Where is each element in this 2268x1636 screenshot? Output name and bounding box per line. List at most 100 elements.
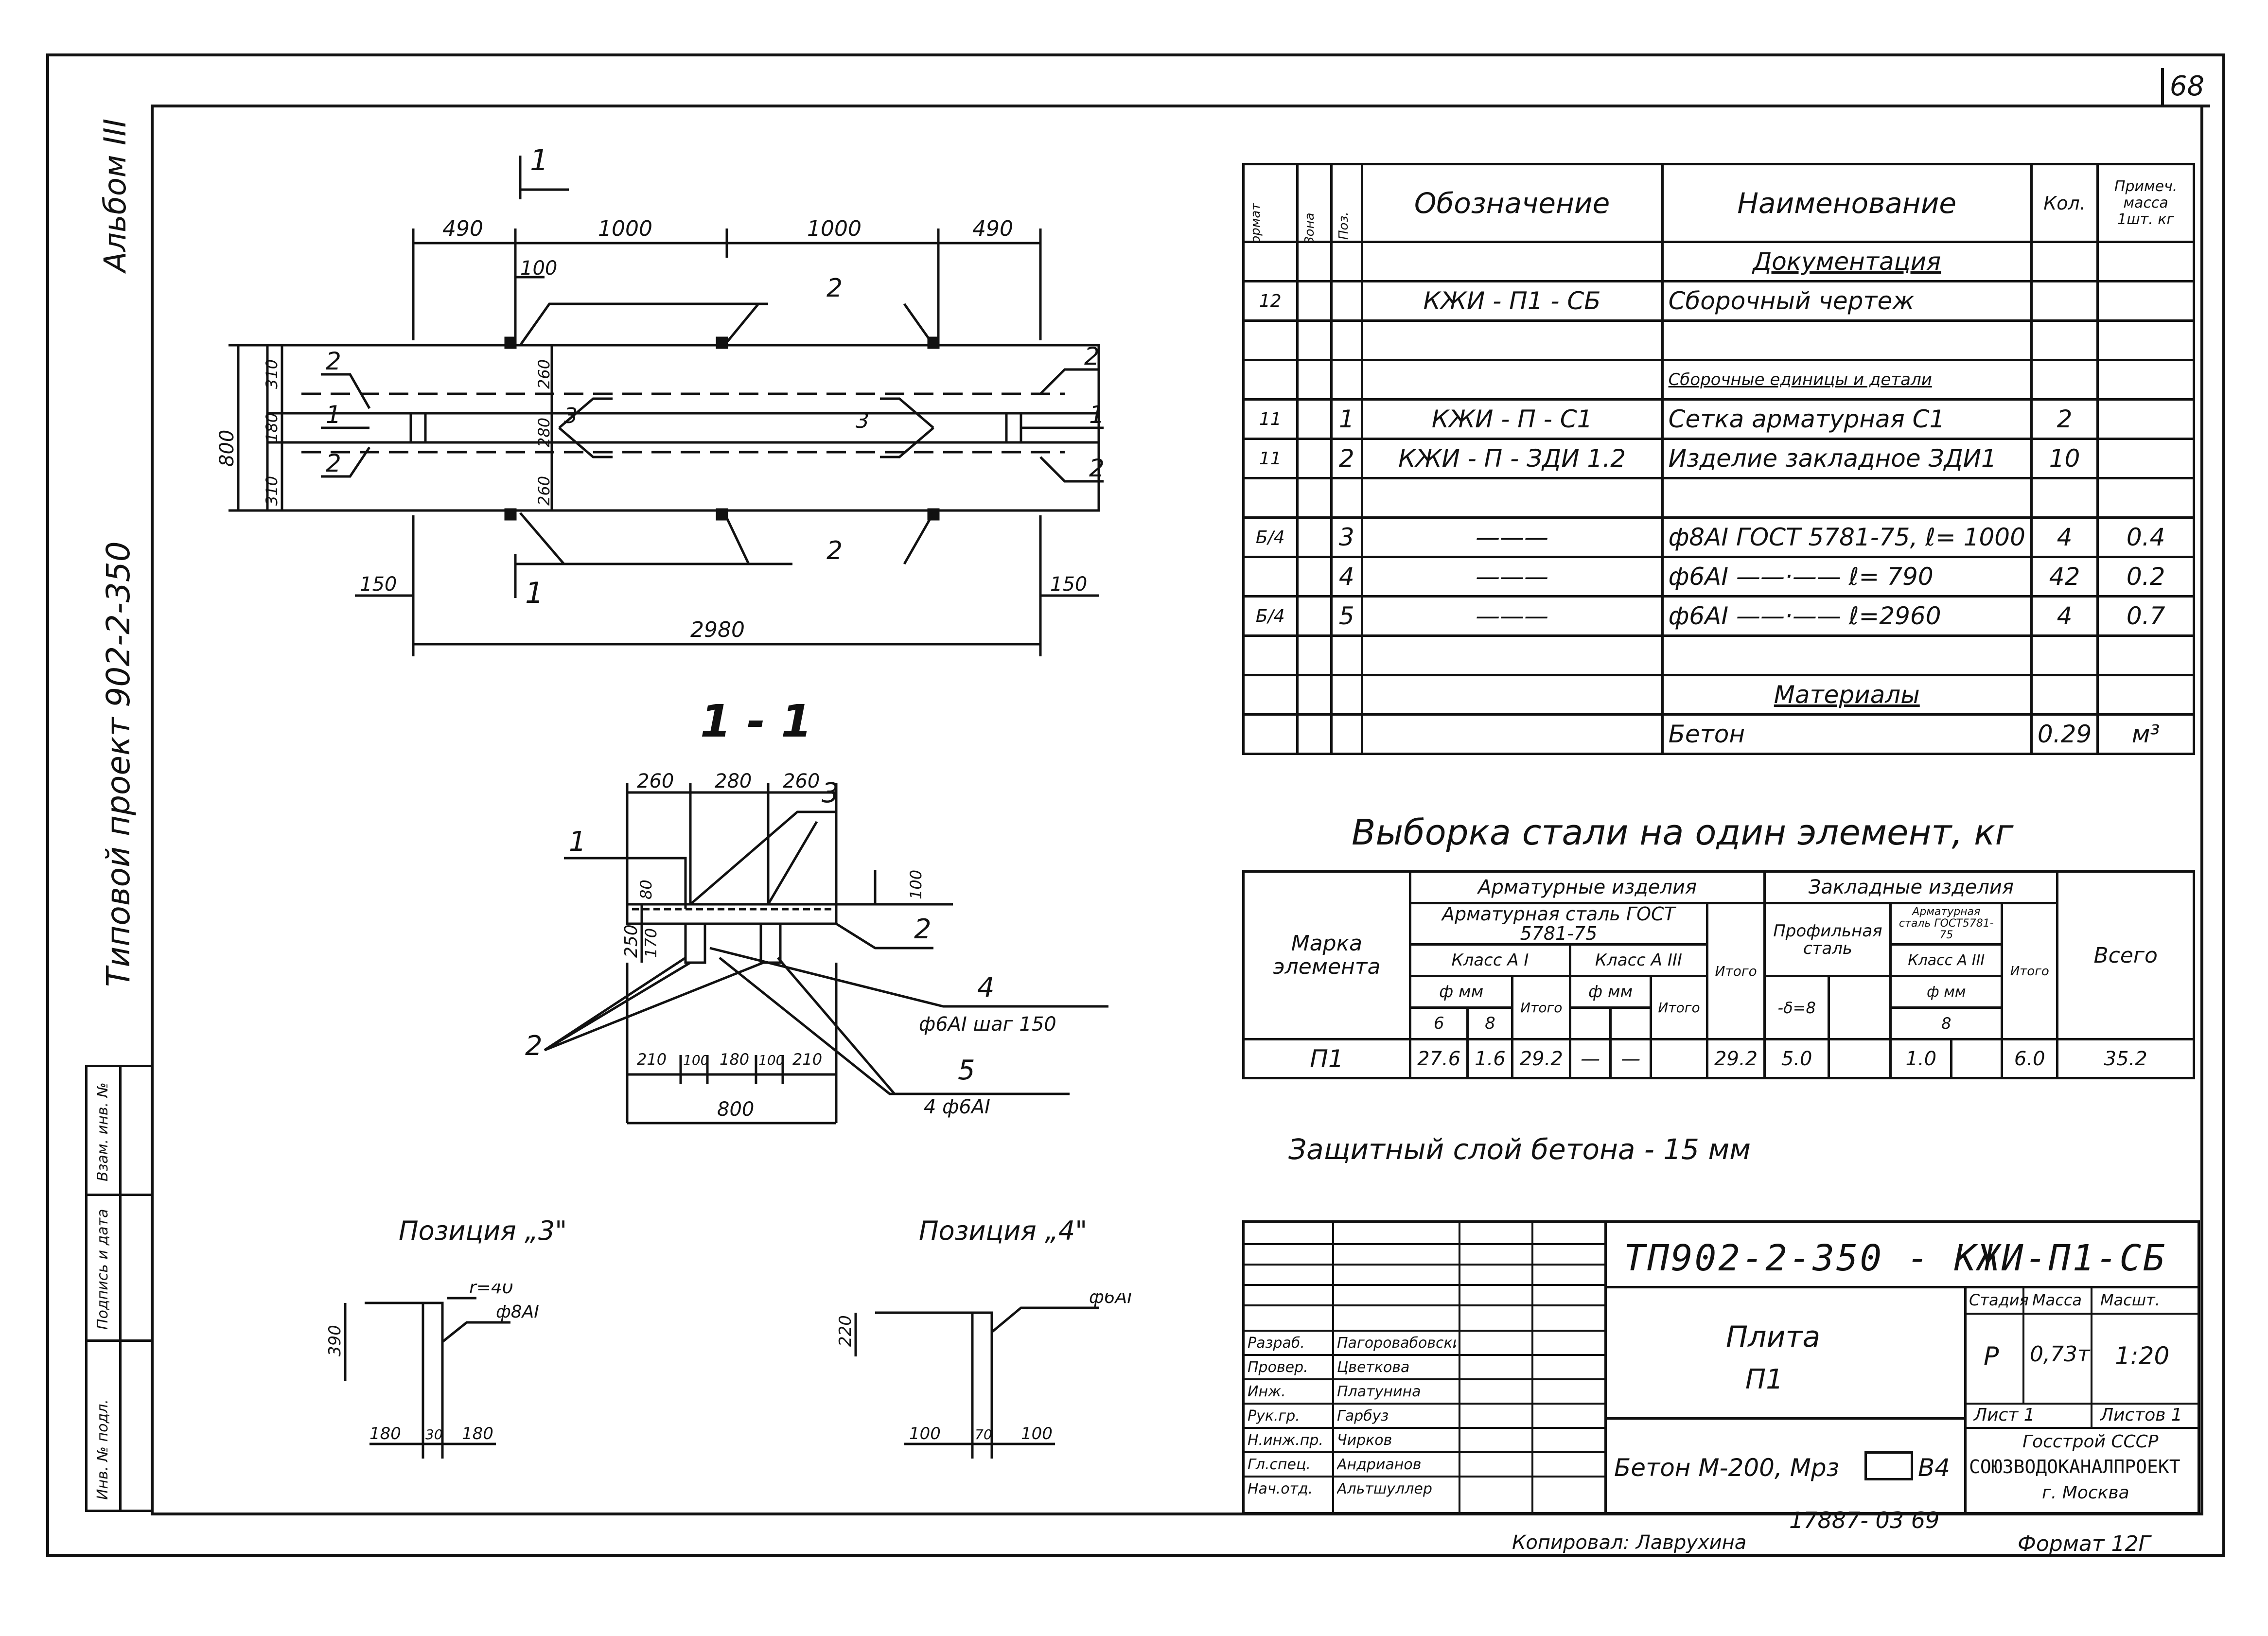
- spec-cell-name: Изделие закладное ЗДИ1: [1661, 438, 2033, 479]
- section-dim-280: 280: [715, 770, 752, 792]
- sel-arm2: 1.0: [1889, 1038, 1953, 1079]
- spec-cell-designation: ———: [1360, 556, 1664, 598]
- sel-h-class-a3: Класс А III: [1569, 943, 1708, 977]
- spec-h-designation: Обозначение: [1360, 163, 1664, 243]
- spec-cell-zone: [1296, 319, 1333, 361]
- spec-cell-name: Материалы: [1661, 674, 2033, 716]
- sel-h-a3-1: [1568, 1006, 1612, 1040]
- plan-pos-2-right-top: 2: [1084, 342, 1100, 370]
- detail4-bar: ф6АI: [1089, 1293, 1132, 1307]
- people-row: Провер.Цветкова: [1245, 1354, 1604, 1380]
- spec-cell-designation: [1360, 319, 1664, 361]
- spec-table: Формат Зона Поз. Обозначение Наименовани…: [1242, 163, 2195, 755]
- plan-dim-100: 100: [520, 257, 557, 280]
- sel-h-class-a1: Класс А I: [1408, 943, 1572, 977]
- spec-cell-pos: [1330, 319, 1363, 361]
- section-dim-170: 170: [642, 928, 660, 958]
- sel-h-total-arm: Итого: [1705, 902, 1766, 1040]
- footer-copied: Копировал: Лаврухина: [1512, 1531, 1747, 1554]
- plan-dim-180: 180: [263, 413, 281, 442]
- plan-inner-280: 280: [535, 418, 553, 447]
- sel-empty4: [1950, 1038, 2004, 1079]
- stamp-scale-h: Масшт.: [2100, 1291, 2160, 1309]
- spec-cell-designation: ———: [1360, 516, 1664, 558]
- spec-row: Сборочные единицы и детали: [1242, 359, 2195, 401]
- spec-cell-note: [2096, 438, 2195, 479]
- spec-cell-pos: 4: [1330, 556, 1363, 598]
- stamp-org1: Госстрой СССР: [2022, 1432, 2159, 1452]
- spec-cell-zone: [1296, 713, 1333, 755]
- spec-cell-name: Сетка арматурная С1: [1661, 398, 2033, 440]
- detail3-dim-right: 180: [462, 1424, 493, 1443]
- spec-row: [1242, 319, 2195, 361]
- stamp-mass-h: Масса: [2032, 1291, 2082, 1309]
- section-pos-5: 5: [958, 1055, 975, 1086]
- inner-frame: [151, 105, 2203, 1515]
- footer-format: Формат 12Г: [2018, 1531, 2151, 1556]
- spec-cell-name: ф6АI ——·—— ℓ=2960: [1661, 595, 2033, 637]
- sel-h-arm-steel: Арматурная сталь ГОСТ 5781-75: [1408, 902, 1708, 946]
- spec-cell-format: [1242, 713, 1299, 755]
- spec-cell-qty: 2: [2030, 398, 2099, 440]
- stamp-material: Бетон М-200, Мрз: [1614, 1454, 1840, 1482]
- spec-cell-qty: 4: [2030, 595, 2099, 637]
- spec-cell-note: [2096, 674, 2195, 716]
- people-name: Гарбуз: [1337, 1407, 1389, 1425]
- spec-cell-format: [1242, 477, 1299, 519]
- sel-h-a3-2: [1609, 1006, 1653, 1040]
- sel-row-p1: П1 27.6 1.6 29.2 — — 29.2 5.0 1.0 6.0 35…: [1242, 1038, 2195, 1079]
- people-role: Нач.отд.: [1248, 1480, 1313, 1497]
- section-pos-4-text: ф6АI шаг 150: [919, 1013, 1056, 1036]
- plan-pos-1-right: 1: [1089, 401, 1105, 429]
- plan-section-mark-top: 1: [530, 143, 548, 177]
- section-bottom-100-right: 100: [758, 1052, 784, 1068]
- spec-cell-format: [1242, 319, 1299, 361]
- sel-h-phi1: ф мм: [1408, 975, 1514, 1009]
- spec-cell-name: Сборочный чертеж: [1661, 280, 2033, 322]
- spec-cell-zone: [1296, 359, 1333, 401]
- spec-cell-qty: 4: [2030, 516, 2099, 558]
- spec-cell-zone: [1296, 674, 1333, 716]
- stamp-name2: П1: [1745, 1364, 1783, 1395]
- sel-empty3: [1828, 1038, 1892, 1079]
- spec-row: [1242, 634, 2195, 676]
- spec-cell-designation: КЖИ - П - ЗДИ 1.2: [1360, 438, 1664, 479]
- people-role: Гл.спец.: [1248, 1456, 1311, 1473]
- plan-pos-3-left: 3: [564, 404, 578, 428]
- plan-pos-3-right: 3: [856, 408, 869, 433]
- project-label: Типовой проект 902-2-350: [100, 541, 137, 987]
- spec-cell-pos: 3: [1330, 516, 1363, 558]
- spec-row: Материалы: [1242, 674, 2195, 716]
- spec-cell-designation: ———: [1360, 595, 1664, 637]
- section-pos-2-right: 2: [914, 914, 932, 945]
- sel-h-6: 6: [1408, 1006, 1469, 1040]
- spec-cell-zone: [1296, 595, 1333, 637]
- selection-table: Марка элемента Арматурные изделия Заклад…: [1242, 870, 2195, 1079]
- sel-a3b: —: [1609, 1038, 1653, 1079]
- sel-h-arm: Арматурные изделия: [1408, 870, 1766, 904]
- section-pos-2-left: 2: [525, 1030, 543, 1062]
- people-role: Рук.гр.: [1248, 1407, 1300, 1425]
- people-name: Андрианов: [1337, 1456, 1422, 1473]
- stamp-stage-h: Стадия: [1969, 1291, 2029, 1309]
- stamp-org3: г. Москва: [2042, 1483, 2129, 1503]
- spec-cell-pos: 5: [1330, 595, 1363, 637]
- spec-cell-pos: 1: [1330, 398, 1363, 440]
- spec-cell-format: [1242, 241, 1299, 282]
- detail4-drawing: 220 ф6АI 100 70 100: [836, 1293, 1132, 1459]
- sel-h-8b: 8: [1889, 1006, 2004, 1040]
- sel-h-arm2: Арматурная сталь ГОСТ5781-75: [1889, 902, 2004, 946]
- plan-inner-260-top: 260: [535, 359, 553, 389]
- detail4-dim-right: 100: [1021, 1424, 1053, 1443]
- spec-cell-format: Б/4: [1242, 516, 1299, 558]
- people-role: Разраб.: [1248, 1335, 1305, 1352]
- sel-t2: 6.0: [2001, 1038, 2059, 1079]
- spec-cell-designation: [1360, 634, 1664, 676]
- spec-cell-note: 0.7: [2096, 595, 2195, 637]
- stamp-sheets: Листов 1: [2100, 1405, 2182, 1425]
- album-label: Альбом III: [97, 118, 133, 272]
- people-row: Гл.спец. Андрианов: [1245, 1451, 1604, 1478]
